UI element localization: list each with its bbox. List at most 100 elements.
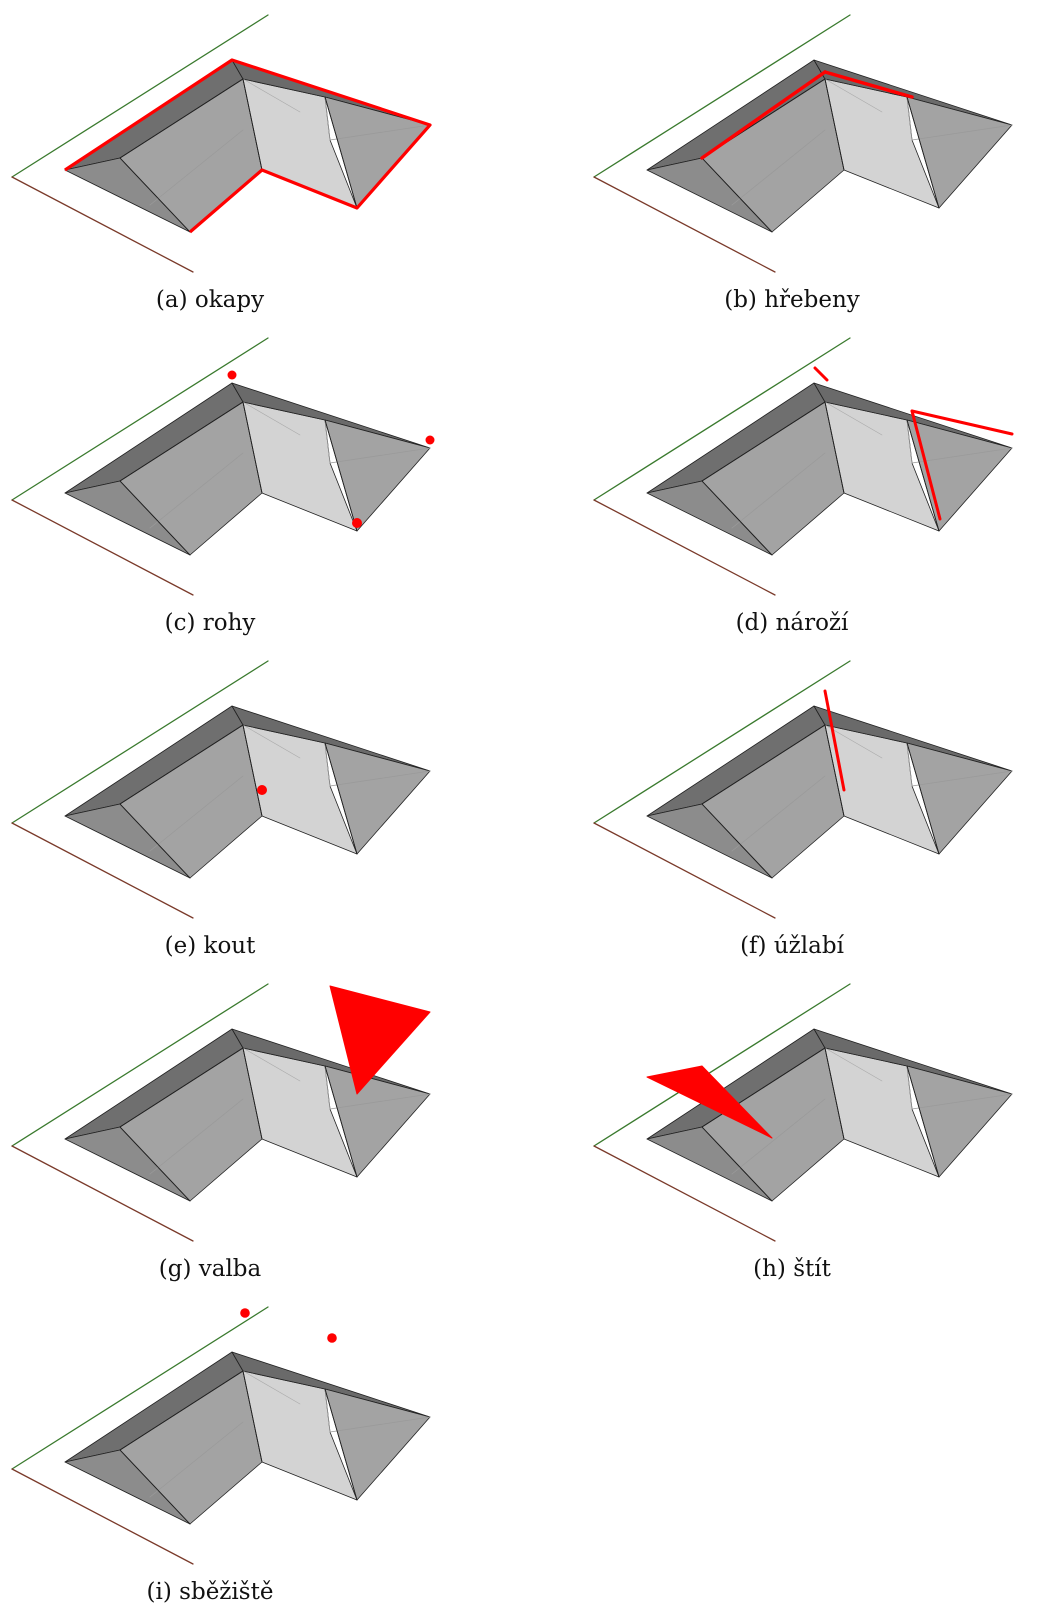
axis-brown-line [593, 176, 776, 273]
axis-green-line [593, 660, 851, 824]
ridge-junction-marker [327, 1333, 337, 1343]
gable-highlight [646, 1065, 773, 1139]
roof-valley-edge [242, 78, 263, 171]
roof-inner-line [906, 742, 913, 787]
panel-ridges: (b) hřebeny [582, 0, 1022, 319]
panel-valley: (f) úžlabí [582, 646, 1022, 965]
roof-ridge-edge [119, 401, 244, 482]
roof-diagram [11, 337, 435, 596]
panel-gable: (h) štít [582, 969, 1022, 1288]
valley-highlight [823, 689, 846, 792]
inner-corner-marker [257, 785, 267, 795]
panel-caption: (c) rohy [164, 610, 256, 636]
axis-brown-line [11, 822, 194, 919]
panel-caption: (a) okapy [155, 287, 265, 313]
roof-inner-line [149, 775, 244, 852]
roof-inner-line [149, 129, 244, 206]
axis-brown-line [11, 1145, 194, 1242]
roof-ridge-edge [701, 724, 826, 805]
roof-inner-line [911, 1093, 1013, 1110]
roof-inner-line [149, 1098, 244, 1175]
roof-inner-line [324, 96, 331, 141]
roof-inner-line [324, 1388, 331, 1433]
roof-inner-line [911, 447, 1013, 464]
roof-diagram [593, 983, 1013, 1242]
roof-inner-line [731, 1098, 826, 1175]
roof-inner-line [731, 452, 826, 529]
axis-brown-line [11, 176, 194, 273]
roof-diagram [11, 660, 431, 919]
roof-edge [701, 803, 773, 879]
roof-valley-edge [824, 401, 845, 494]
axis-brown-line [593, 822, 776, 919]
roof-hip-edge [324, 1065, 358, 1178]
roof-inner-line [329, 447, 431, 464]
roof-inner-line [242, 724, 301, 759]
axis-green-line [11, 337, 269, 501]
axis-green-line [593, 14, 851, 178]
panel-caption: (g) valba [158, 1256, 262, 1282]
hip-face-highlight [329, 985, 431, 1095]
roof-edge [119, 803, 191, 879]
roof-edge [119, 1449, 191, 1525]
roof-ridge-edge [119, 1047, 244, 1128]
roof-inner-line [324, 742, 331, 787]
roof-inner-line [149, 452, 244, 529]
roof-hip-edge [906, 419, 940, 532]
roof-inner-line [906, 1065, 913, 1110]
axis-green-line [11, 983, 269, 1147]
panel-ridge-junctions: (i) sběžiště [0, 1292, 440, 1611]
roof-edge [701, 480, 773, 556]
roof-valley-edge [242, 724, 263, 817]
roof-inner-line [149, 1421, 244, 1498]
roof-inner-line [324, 419, 331, 464]
roof-ridge-edge [119, 78, 244, 159]
roof-valley-edge [242, 1370, 263, 1463]
ridge-highlight [823, 70, 914, 99]
roof-hip-edge [906, 742, 940, 855]
roof-inner-line [242, 401, 301, 436]
roof-ridge-edge [701, 401, 826, 482]
axis-brown-line [11, 1468, 194, 1565]
roof-edge [701, 157, 773, 233]
panel-hip-face: (g) valba [0, 969, 440, 1288]
panel-eaves: (a) okapy [0, 0, 440, 319]
axis-green-line [11, 14, 269, 178]
panel-caption: (i) sběžiště [146, 1579, 274, 1605]
roof-edge [119, 1126, 191, 1202]
roof-inner-line [911, 770, 1013, 787]
corner-marker [352, 518, 362, 528]
panel-inner-corner: (e) kout [0, 646, 440, 965]
roof-diagram [593, 14, 1013, 273]
roof-inner-line [329, 1416, 431, 1433]
roof-inner-line [906, 96, 913, 141]
roof-inner-line [824, 401, 883, 436]
roof-hip-edge [324, 1388, 358, 1501]
panel-caption: (b) hřebeny [724, 287, 860, 313]
roof-inner-line [242, 1047, 301, 1082]
axis-green-line [11, 660, 269, 824]
roof-valley-edge [824, 1047, 845, 1140]
panel-caption: (f) úžlabí [740, 933, 844, 959]
axis-green-line [11, 1306, 269, 1470]
axis-brown-line [593, 1145, 776, 1242]
corner-marker [425, 435, 435, 445]
roof-hip-edge [324, 96, 358, 209]
roof-diagram [11, 983, 431, 1242]
roof-inner-line [911, 124, 1013, 141]
roof-valley-edge [824, 78, 845, 171]
roof-hip-edge [906, 1065, 940, 1178]
panel-caption: (d) nároží [735, 610, 849, 636]
panel-corners: (c) rohy [0, 323, 440, 642]
roof-hip-edge [906, 96, 940, 209]
roof-inner-line [242, 78, 301, 113]
roof-inner-line [329, 770, 431, 787]
hip-highlight [813, 366, 829, 382]
hip-highlight [910, 409, 1014, 436]
roof-inner-line [731, 129, 826, 206]
roof-valley-edge [242, 1047, 263, 1140]
panel-caption: (e) kout [164, 933, 256, 959]
corner-marker [227, 370, 237, 380]
roof-diagram [593, 337, 1014, 596]
axis-green-line [593, 337, 851, 501]
